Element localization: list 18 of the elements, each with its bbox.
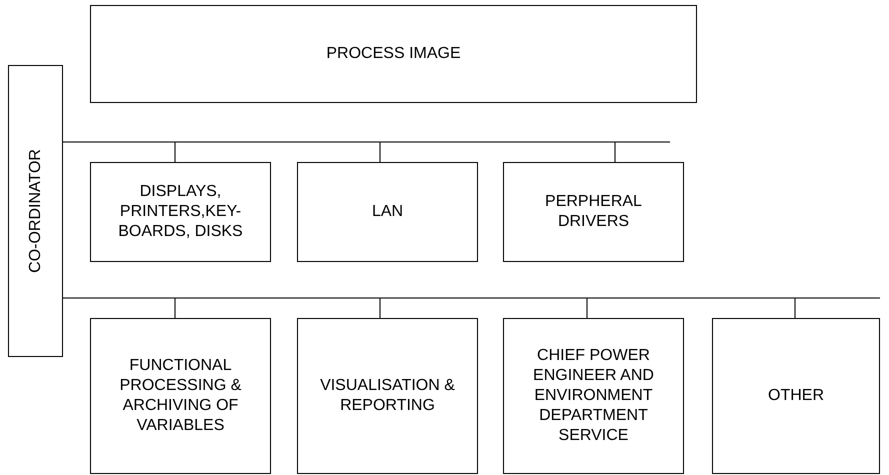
process-box <box>90 162 271 262</box>
process-box <box>90 318 271 474</box>
box-label: PROCESS IMAGE <box>325 44 462 64</box>
vertical-box <box>8 65 63 357</box>
box-label: OTHER <box>767 386 825 406</box>
box-label: DISPLAYS, PRINTERS,KEY- BOARDS, DISKS <box>117 182 244 242</box>
box-label: CHIEF POWER ENGINEER AND ENVIRONMENT DEPARTMENT SERVICE <box>532 346 655 446</box>
box-label: FUNCTIONAL PROCESSING & ARCHIVING OF VARIABLES <box>118 356 242 436</box>
box-label: PERPHERAL DRIVERS <box>544 192 643 232</box>
process-box <box>712 318 880 474</box>
box-label: VISUALISATION & REPORTING <box>319 376 456 416</box>
process-box <box>503 162 684 262</box>
process-box <box>90 5 697 103</box>
process-box <box>297 162 478 262</box>
process-box <box>503 318 684 474</box>
box-label: CO-ORDINATOR <box>26 149 44 273</box>
process-box <box>297 318 478 474</box>
box-label: LAN <box>370 202 404 222</box>
